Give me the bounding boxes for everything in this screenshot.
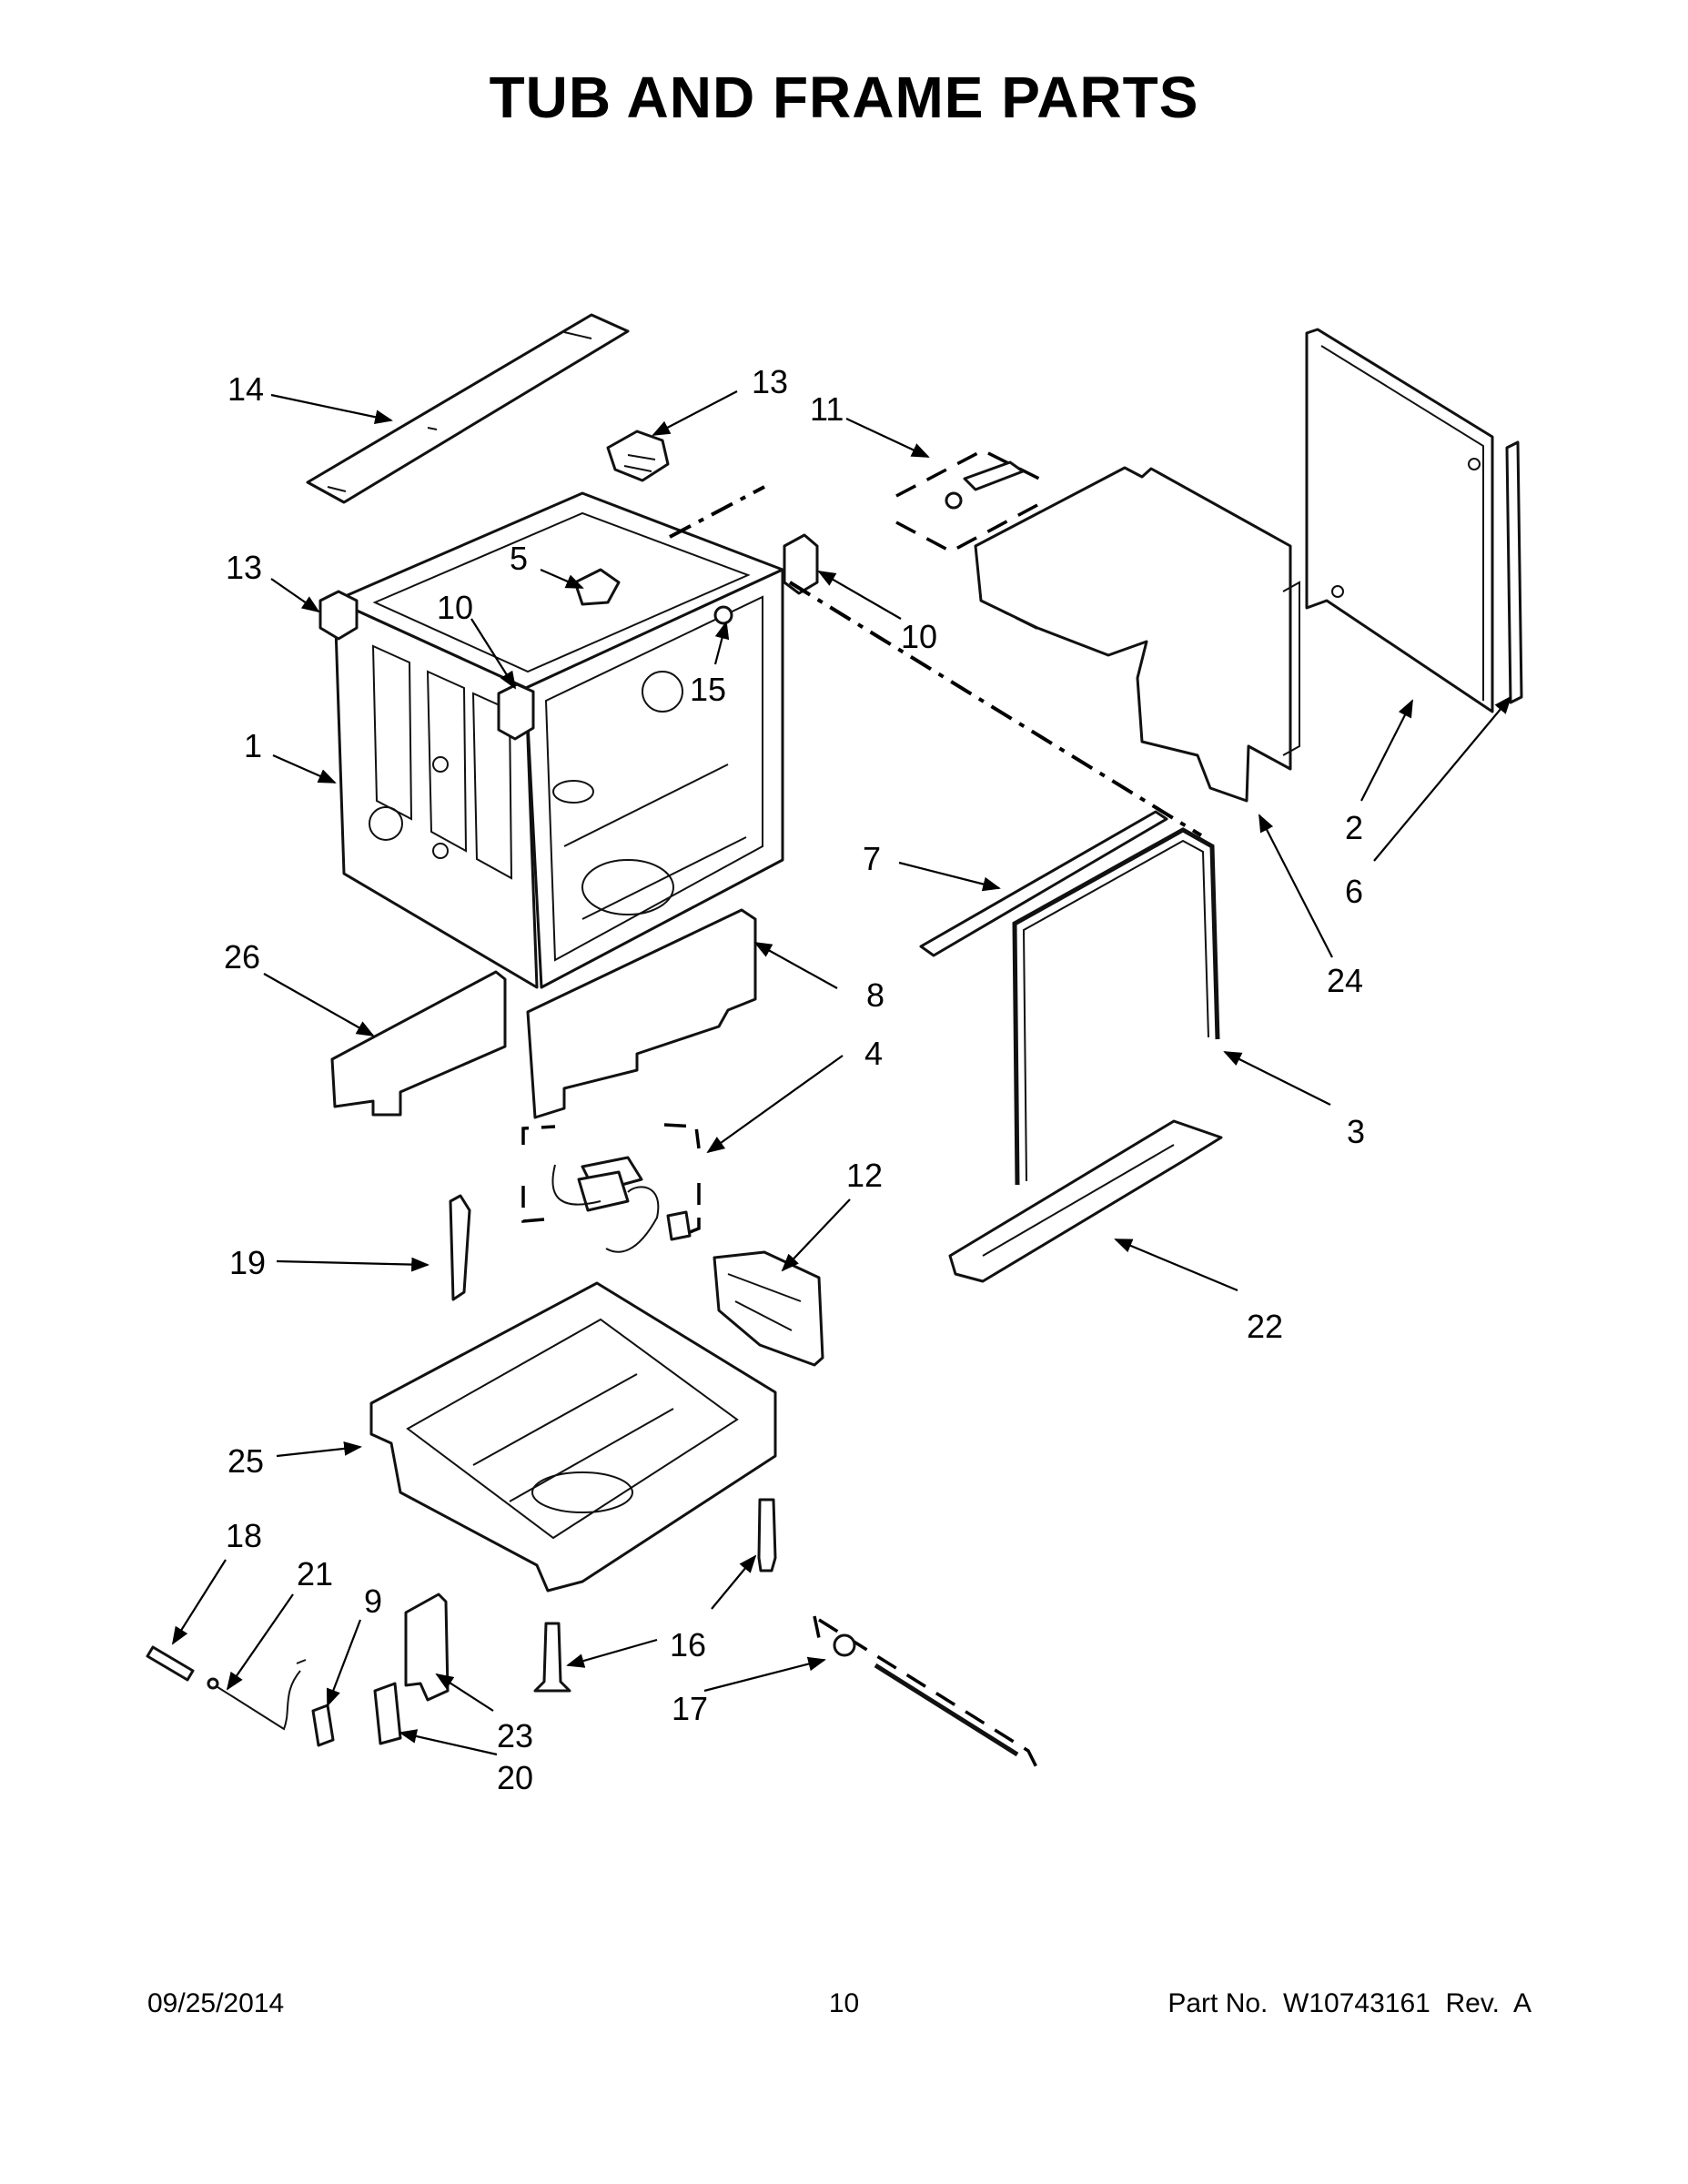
callout-7: 7 xyxy=(863,840,881,877)
callout-25: 25 xyxy=(227,1442,264,1480)
callout-13-top: 13 xyxy=(752,363,788,400)
part-3-gasket xyxy=(1012,827,1220,1186)
part-12-module xyxy=(713,1250,824,1367)
part-22-bottom-rail xyxy=(948,1119,1223,1283)
callout-3: 3 xyxy=(1347,1113,1365,1150)
part-19-bracket xyxy=(449,1194,471,1301)
callout-23: 23 xyxy=(497,1717,533,1754)
part-7-top-rail xyxy=(919,810,1168,957)
callout-11: 11 xyxy=(810,390,844,428)
callout-20: 20 xyxy=(497,1759,533,1796)
part-23-hinge xyxy=(404,1592,450,1702)
part-25-base xyxy=(369,1281,777,1592)
part-4-valve-kit xyxy=(521,1123,701,1253)
part-16-leveling-leg-left xyxy=(533,1622,571,1693)
callout-5: 5 xyxy=(510,540,528,577)
part-13-hinge-upper xyxy=(606,430,670,482)
callout-12: 12 xyxy=(846,1157,883,1194)
part-6-trim-strip xyxy=(1505,440,1523,704)
part-1-tub xyxy=(333,491,784,989)
part-13-hinge-left xyxy=(318,590,359,641)
callout-21: 21 xyxy=(297,1555,333,1592)
part-20-bracket xyxy=(373,1682,402,1745)
callout-2: 2 xyxy=(1345,809,1363,846)
callout-labels: 14 13 11 13 5 10 10 15 1 2 6 7 24 26 8 4… xyxy=(224,363,1365,1796)
part-10-block-right xyxy=(783,533,819,595)
callout-6: 6 xyxy=(1345,873,1363,910)
footer-part-number: Part No. W10743161 Rev. A xyxy=(1167,1988,1531,2018)
part-26-side-insulation xyxy=(330,970,507,1117)
callout-8: 8 xyxy=(866,976,884,1014)
leader-lines xyxy=(171,390,1512,1756)
callout-17: 17 xyxy=(672,1690,708,1727)
part-10-block-left xyxy=(497,682,535,741)
part-2-side-panel xyxy=(1305,328,1494,713)
callout-14: 14 xyxy=(227,370,264,408)
part-24-insulation xyxy=(974,466,1300,803)
part-18-spring xyxy=(146,1645,195,1682)
footer-date: 09/25/2014 xyxy=(147,1988,285,2018)
callout-26: 26 xyxy=(224,938,260,976)
callout-13-left: 13 xyxy=(226,549,262,586)
part-8-front-insulation xyxy=(526,908,757,1119)
callout-9: 9 xyxy=(364,1582,382,1620)
page-title: TUB AND FRAME PARTS xyxy=(489,65,1199,130)
part-9-clip xyxy=(311,1704,335,1747)
part-21-cable xyxy=(207,1659,307,1731)
callout-16-right: 16 xyxy=(670,1626,706,1663)
callout-18: 18 xyxy=(226,1517,262,1554)
part-17-leveling-kit xyxy=(813,1615,1041,1774)
callout-10-left: 10 xyxy=(437,589,473,626)
part-14-top-bracket xyxy=(306,313,630,504)
callout-1: 1 xyxy=(244,727,262,764)
part-5-clip xyxy=(573,568,621,606)
callout-10-right: 10 xyxy=(901,618,937,655)
part-16-leveling-leg-right xyxy=(757,1498,777,1572)
callout-4: 4 xyxy=(864,1035,883,1072)
callout-15: 15 xyxy=(690,671,726,708)
callout-22: 22 xyxy=(1247,1308,1283,1345)
callout-19: 19 xyxy=(229,1244,266,1281)
callout-24: 24 xyxy=(1327,962,1363,999)
footer-page-number: 10 xyxy=(828,1988,860,2018)
part-15-fitting xyxy=(713,605,733,625)
part-11-bracket-kit xyxy=(895,449,1047,553)
